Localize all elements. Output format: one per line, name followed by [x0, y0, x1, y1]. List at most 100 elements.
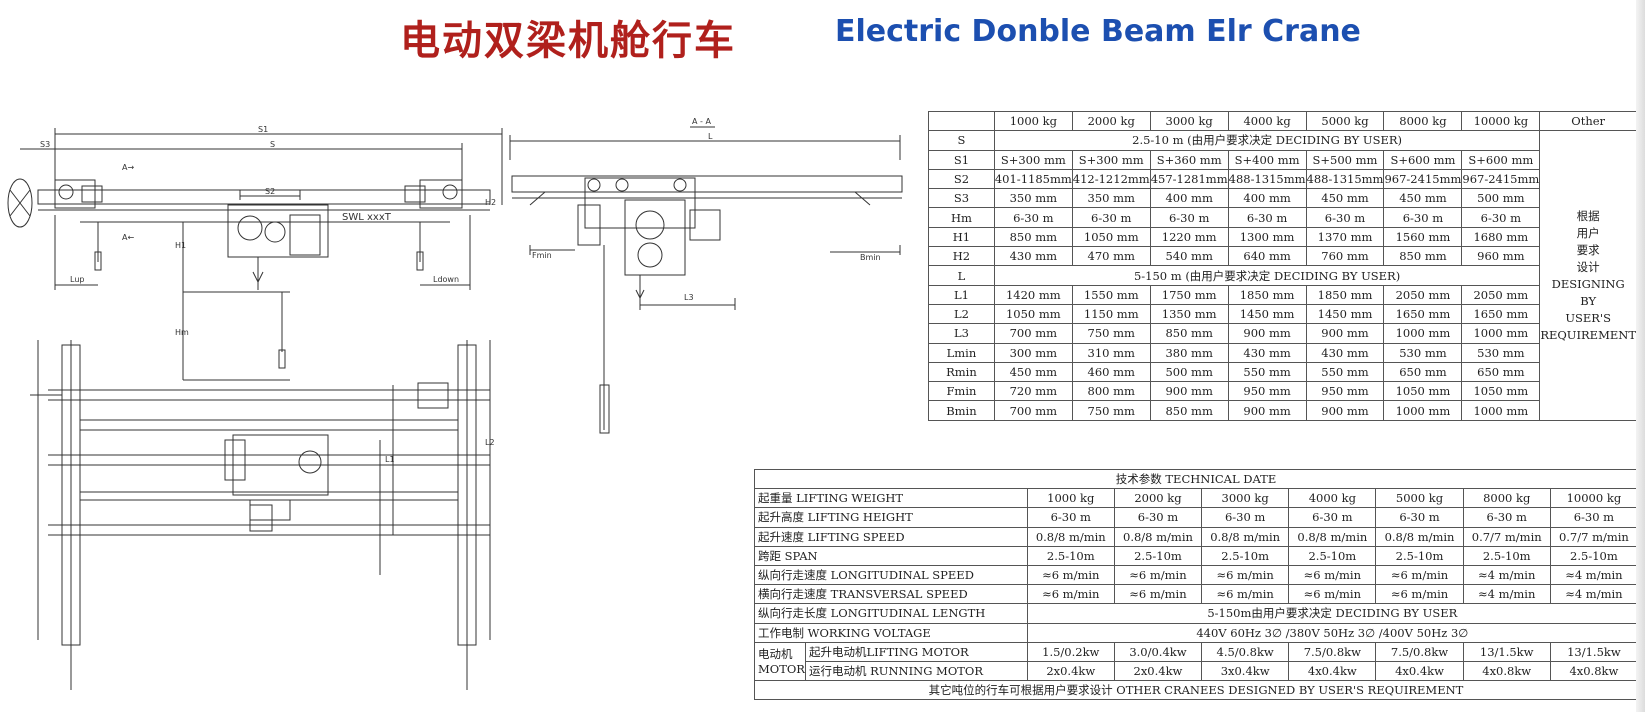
tech-span-cell: 440V 60Hz 3∅ /380V 50Hz 3∅ /400V 50Hz 3∅ [1026, 622, 1639, 643]
tech-value-cell: ≈4 m/min [1462, 564, 1551, 586]
dimension-value-cell: 400 mm [1227, 188, 1307, 209]
dimension-value-cell: 1370 mm [1305, 226, 1385, 248]
dimension-value-cell: 6-30 m [1149, 207, 1229, 228]
tech-row-label: 横向行走速度 TRANSVERSAL SPEED [754, 584, 1028, 605]
dimension-value-cell: 900 mm [1149, 381, 1229, 402]
dimension-value-cell: 530 mm [1383, 342, 1463, 363]
tech-value-cell: 2.5-10m [1201, 545, 1290, 566]
dimension-row-label: S2 [928, 168, 995, 190]
dimension-value-cell: 1000 mm [1461, 400, 1541, 421]
tech-value-cell: ≈4 m/min [1462, 584, 1551, 605]
dimension-value-cell: 1220 mm [1149, 226, 1229, 248]
dimension-value-cell: 380 mm [1149, 342, 1229, 363]
page-title-en: Electric Donble Beam Elr Crane [835, 14, 1361, 49]
tech-value-cell: 2.5-10m [1462, 545, 1551, 566]
dimension-value-cell: 6-30 m [1461, 207, 1541, 228]
dimension-value-cell: 530 mm [1461, 342, 1541, 363]
tech-value-cell: 7.5/0.8kw [1375, 641, 1464, 662]
tech-footer-note: 其它吨位的行车可根据用户要求设计 OTHER CRANEES DESIGNED … [754, 680, 1638, 701]
tech-value-cell: 0.8/8 m/min [1026, 526, 1115, 547]
other-note-line: USER'S [1565, 310, 1611, 325]
dimension-value-cell: 950 mm [1227, 381, 1307, 402]
tech-value-cell: 6-30 m [1201, 507, 1290, 528]
dimension-value-cell: 430 mm [1305, 342, 1385, 363]
dimension-value-cell: 850 mm [1383, 246, 1463, 267]
tech-value-cell: 2x0.4kw [1026, 660, 1115, 682]
label-l3: L3 [684, 293, 694, 302]
tech-value-cell: 4.5/0.8kw [1201, 641, 1290, 662]
tech-row-label: 起升速度 LIFTING SPEED [754, 526, 1028, 547]
dimension-value-cell: 1050 mm [1383, 381, 1463, 402]
label-h1: H1 [175, 241, 186, 250]
other-note-line: 用户 [1576, 225, 1600, 240]
dimension-value-cell: 2050 mm [1461, 284, 1541, 305]
dimension-value-cell: 6-30 m [1305, 207, 1385, 228]
dimension-value-cell: 1350 mm [1149, 303, 1229, 325]
dimension-value-cell: 1420 mm [993, 284, 1073, 305]
dimension-value-cell: 430 mm [993, 246, 1073, 267]
tech-value-cell: 13/1.5kw [1462, 641, 1551, 662]
tech-value-cell: 3x0.4kw [1201, 660, 1290, 682]
tech-value-cell: 6-30 m [1026, 507, 1115, 528]
tech-value-cell: 2.5-10m [1288, 545, 1377, 566]
dimension-value-cell: 450 mm [993, 361, 1073, 383]
tech-value-cell: 6-30 m [1288, 507, 1377, 528]
tech-value-cell: ≈4 m/min [1549, 584, 1639, 605]
dimension-value-cell: 550 mm [1305, 361, 1385, 383]
dimension-value-cell: 650 mm [1461, 361, 1541, 383]
dimension-value-cell: 500 mm [1149, 361, 1229, 383]
tech-row: 横向行走速度 TRANSVERSAL SPEED≈6 m/min≈6 m/min… [754, 584, 1639, 605]
dimension-value-cell: 1300 mm [1227, 226, 1307, 248]
dimension-value-cell: 6-30 m [1227, 207, 1307, 228]
crane-drawings: S1 S S3 S2 A→ A← SWL xxxT H1 Hm H2 Lup L… [7, 117, 903, 690]
dimension-value-cell: 967-2415mm [1461, 168, 1541, 190]
dimension-value-cell: 1000 mm [1383, 400, 1463, 421]
other-note-line: BY [1580, 293, 1597, 308]
dimension-value-cell: 350 mm [993, 188, 1073, 209]
label-ldown: Ldown [433, 275, 459, 284]
dimension-value-cell: 967-2415mm [1383, 168, 1463, 190]
other-note-line: REQUIREMENT [1540, 327, 1636, 342]
dimension-row-label: S3 [928, 188, 995, 209]
tech-value-cell: 2.5-10m [1113, 545, 1203, 566]
other-note-line: 根据 [1576, 208, 1600, 223]
dimension-value-cell: 450 mm [1383, 188, 1463, 209]
dimension-row-label: L1 [928, 284, 995, 305]
dimension-row-label: L3 [928, 323, 995, 344]
dimension-value-cell: S+500 mm [1305, 149, 1385, 170]
dimension-value-cell: 900 mm [1305, 323, 1385, 344]
tech-value-cell: 6-30 m [1113, 507, 1203, 528]
dimension-value-cell: 1850 mm [1305, 284, 1385, 305]
label-s2: S2 [265, 187, 275, 196]
tech-value-cell: 7.5/0.8kw [1288, 641, 1377, 662]
tech-value-cell: ≈6 m/min [1288, 564, 1377, 586]
page-title-cn: 电动双梁机舱行车 [400, 18, 736, 64]
dimension-value-cell: 412-1212mm [1071, 168, 1151, 190]
dimension-value-cell: 1150 mm [1071, 303, 1151, 325]
dimension-row-label: Fmin [928, 381, 995, 402]
tech-row-label: 起重量 LIFTING WEIGHT [754, 488, 1028, 509]
label-l1: L1 [385, 455, 395, 464]
tech-value-cell: 2.5-10m [1549, 545, 1639, 566]
dimension-row-label: S [928, 130, 995, 151]
label-l2: L2 [485, 438, 495, 447]
dimension-header-cell: 5000 kg [1305, 110, 1385, 132]
dimension-value-cell: 1650 mm [1383, 303, 1463, 325]
tech-value-cell: ≈6 m/min [1288, 584, 1377, 605]
page-edge-shade [1636, 0, 1645, 712]
tech-value-cell: 0.8/8 m/min [1375, 526, 1464, 547]
dimension-value-cell: 960 mm [1461, 246, 1541, 267]
tech-value-cell: ≈6 m/min [1201, 564, 1290, 586]
motor-row-label: 运行电动机 RUNNING MOTOR [804, 660, 1028, 682]
tech-value-cell: 0.8/8 m/min [1113, 526, 1203, 547]
